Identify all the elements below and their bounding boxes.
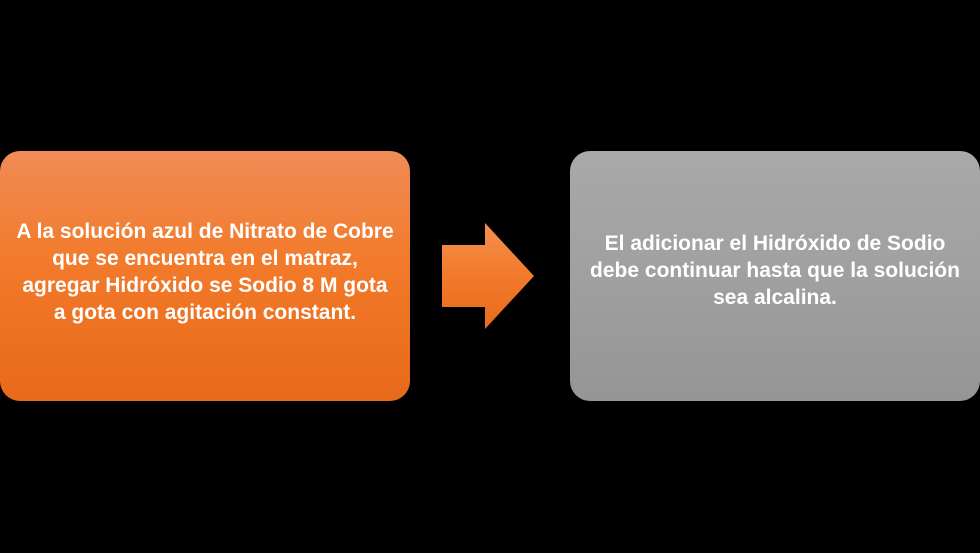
step-2-text: El adicionar el Hidróxido de Sodio debe … [590,231,960,309]
step-1-box: A la solución azul de Nitrato de Cobre q… [0,151,410,401]
step-1-text: A la solución azul de Nitrato de Cobre q… [16,220,394,324]
step-2-box: El adicionar el Hidróxido de Sodio debe … [570,151,980,401]
arrow-right-icon [442,223,534,329]
